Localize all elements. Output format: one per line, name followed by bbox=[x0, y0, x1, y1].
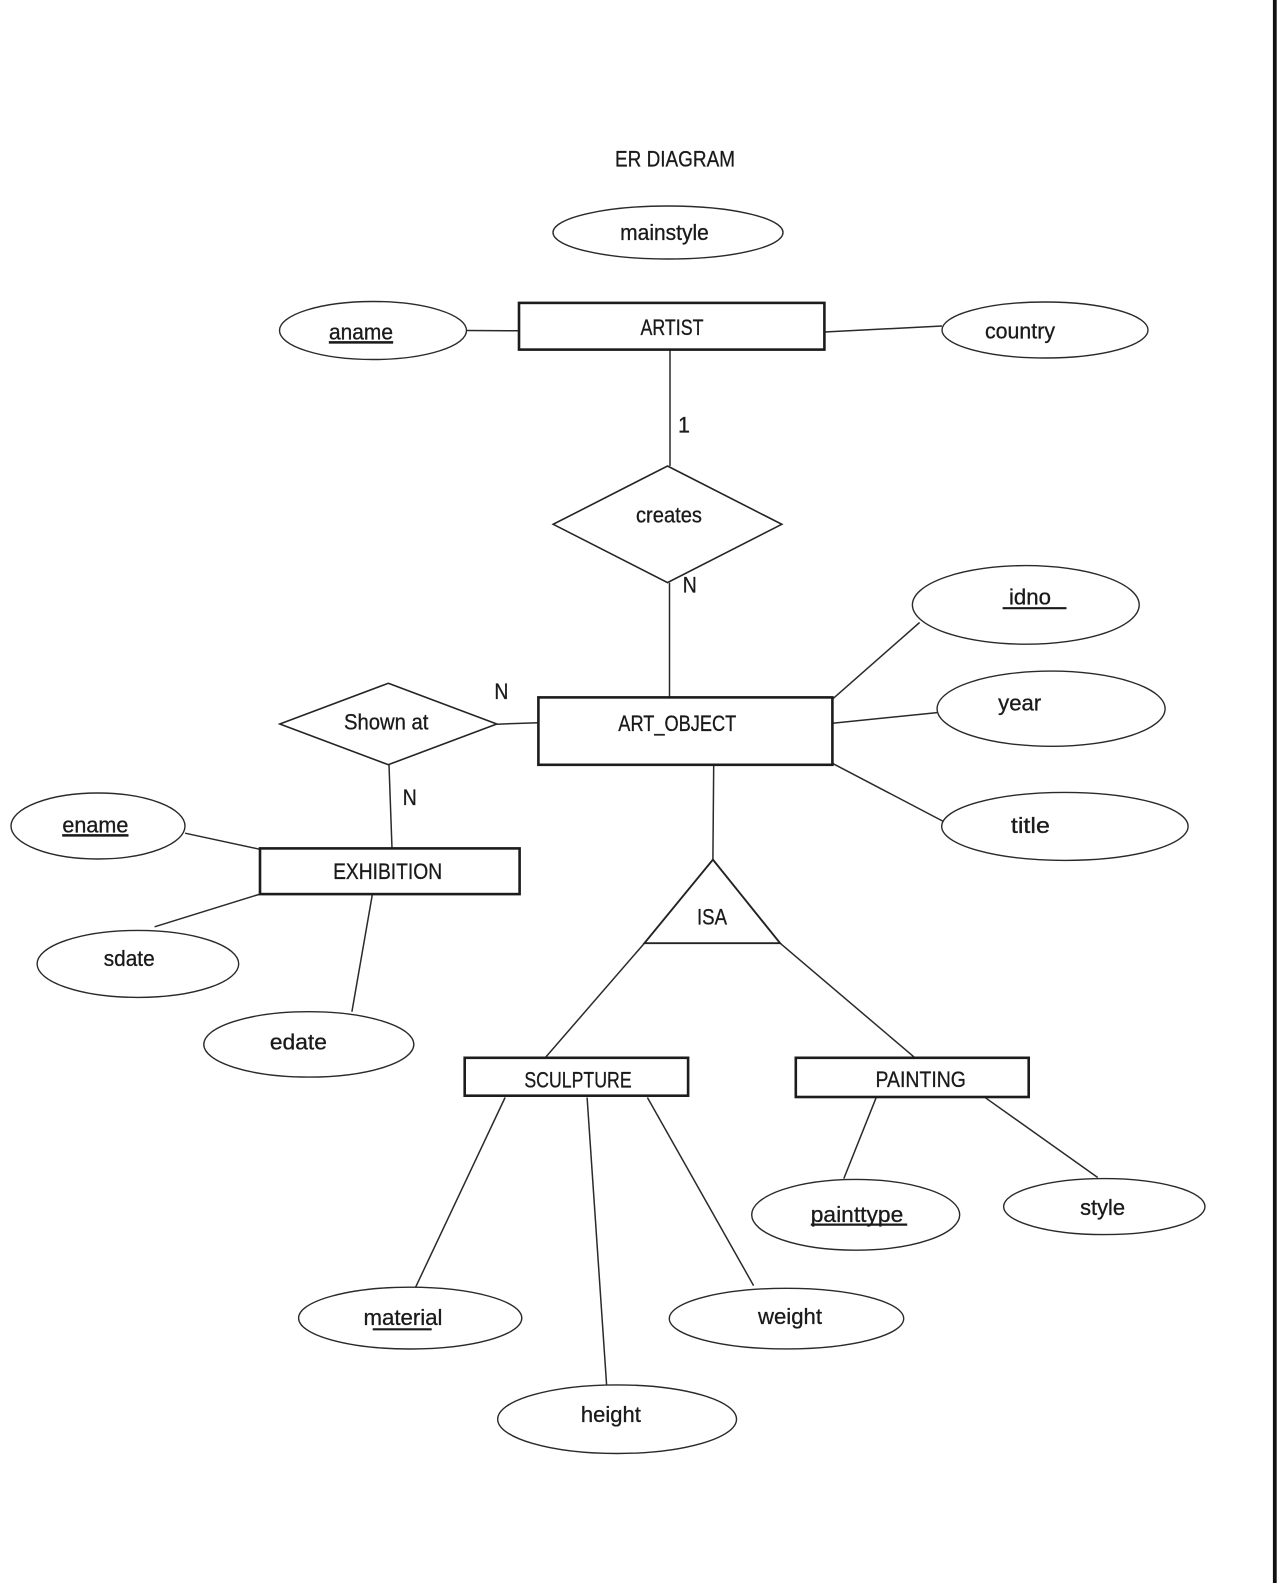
svg-text:EXHIBITION: EXHIBITION bbox=[333, 859, 442, 884]
svg-text:aname: aname bbox=[329, 319, 393, 344]
svg-text:style: style bbox=[1080, 1195, 1125, 1220]
svg-text:sdate: sdate bbox=[104, 946, 155, 971]
svg-text:year: year bbox=[998, 691, 1041, 716]
svg-text:country: country bbox=[985, 319, 1055, 344]
svg-text:Shown at: Shown at bbox=[344, 709, 428, 734]
svg-text:N: N bbox=[494, 679, 508, 704]
svg-text:ARTIST: ARTIST bbox=[641, 315, 704, 340]
svg-text:1: 1 bbox=[678, 413, 690, 438]
svg-text:painttype: painttype bbox=[811, 1202, 904, 1227]
svg-text:N: N bbox=[403, 785, 417, 810]
svg-text:ename: ename bbox=[62, 812, 128, 837]
svg-text:material: material bbox=[364, 1305, 443, 1330]
svg-text:ISA: ISA bbox=[697, 905, 727, 930]
svg-text:SCULPTURE: SCULPTURE bbox=[524, 1067, 631, 1092]
svg-text:weight: weight bbox=[757, 1304, 822, 1329]
svg-text:edate: edate bbox=[270, 1030, 327, 1055]
svg-text:PAINTING: PAINTING bbox=[876, 1067, 966, 1092]
svg-text:creates: creates bbox=[636, 503, 702, 528]
svg-text:idno: idno bbox=[1009, 585, 1051, 610]
svg-text:title: title bbox=[1011, 813, 1050, 838]
svg-text:mainstyle: mainstyle bbox=[620, 220, 709, 245]
svg-text:N: N bbox=[683, 572, 697, 597]
svg-text:height: height bbox=[581, 1402, 641, 1427]
svg-text:ART_OBJECT: ART_OBJECT bbox=[618, 711, 736, 736]
svg-text:ER DIAGRAM: ER DIAGRAM bbox=[615, 147, 735, 172]
